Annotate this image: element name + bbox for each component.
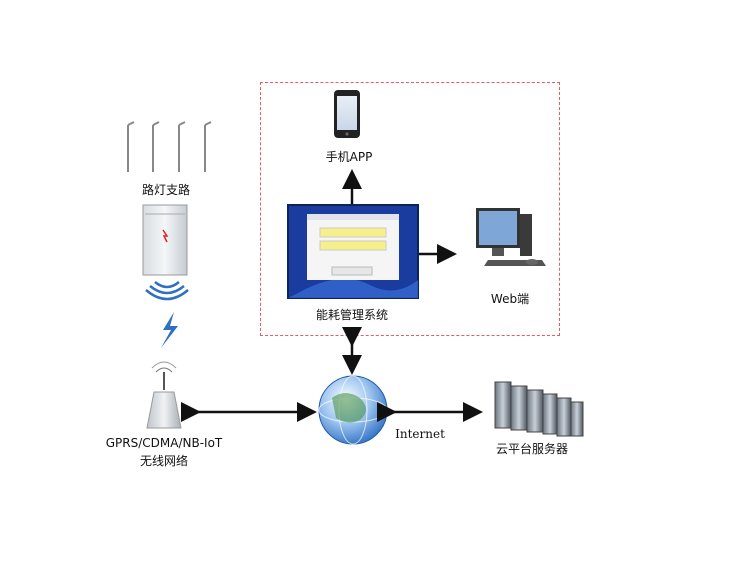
network-label-line1: GPRS/CDMA/NB-IoT: [105, 436, 223, 450]
phone-app-label: 手机APP: [325, 150, 373, 164]
energy-system-screen-icon: [287, 204, 419, 299]
street-light-icon: [204, 121, 212, 172]
cloud-server-label: 云平台服务器: [495, 442, 569, 456]
control-cabinet-icon: [142, 204, 188, 276]
server-rack-icon: [494, 381, 584, 437]
street-light-icon: [152, 121, 160, 172]
network-label-line2: 无线网络: [139, 454, 189, 468]
street-light-icon: [178, 121, 186, 172]
antenna-tower-icon: [146, 361, 182, 429]
web-label: Web端: [490, 292, 530, 306]
wireless-signal-icon: [145, 281, 189, 301]
lightning-icon: [161, 312, 178, 348]
energy-system-label: 能耗管理系统: [315, 308, 389, 322]
street-light-icons: [127, 121, 212, 172]
street-light-icon: [127, 121, 135, 172]
internet-label: Internet: [395, 427, 445, 441]
globe-icon: [318, 375, 388, 445]
desktop-computer-icon: [476, 208, 546, 266]
phone-icon: [334, 90, 360, 138]
system-boundary: [260, 82, 560, 336]
street-lights-label: 路灯支路: [141, 183, 191, 197]
